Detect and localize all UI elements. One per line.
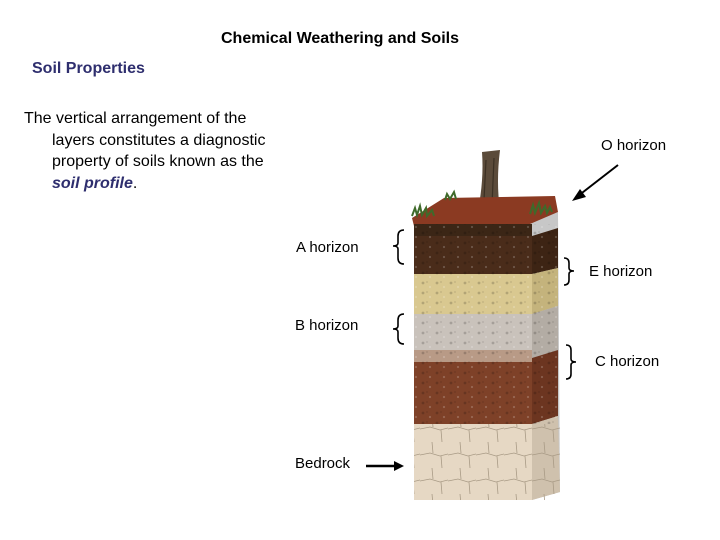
body-text: The vertical arrangement of the layers c… [24,108,292,194]
tree-trunk [478,150,500,210]
slide-title: Chemical Weathering and Soils [221,30,459,47]
c-horizon-bracket [565,344,577,380]
soil-surface [412,196,558,226]
bedrock-arrow [366,461,404,471]
o-horizon-arrow [572,164,619,201]
body-text-main: The vertical arrangement of the layers c… [24,110,266,170]
body-text-end: . [132,174,138,192]
o-horizon-label: O horizon [601,137,667,154]
grass-icon [411,189,553,219]
a-horizon-bracket [392,229,405,265]
e-horizon-label: E horizon [589,263,653,280]
e-horizon-bracket [563,257,575,286]
soil-profile-term: soil profile [52,174,133,192]
slide-subtitle: Soil Properties [32,60,145,77]
c-horizon-label: C horizon [595,353,660,370]
b-horizon-label: B horizon [295,317,359,334]
b-horizon-bracket [392,313,405,345]
bedrock-label: Bedrock [295,455,351,472]
a-horizon-label: A horizon [296,239,359,256]
